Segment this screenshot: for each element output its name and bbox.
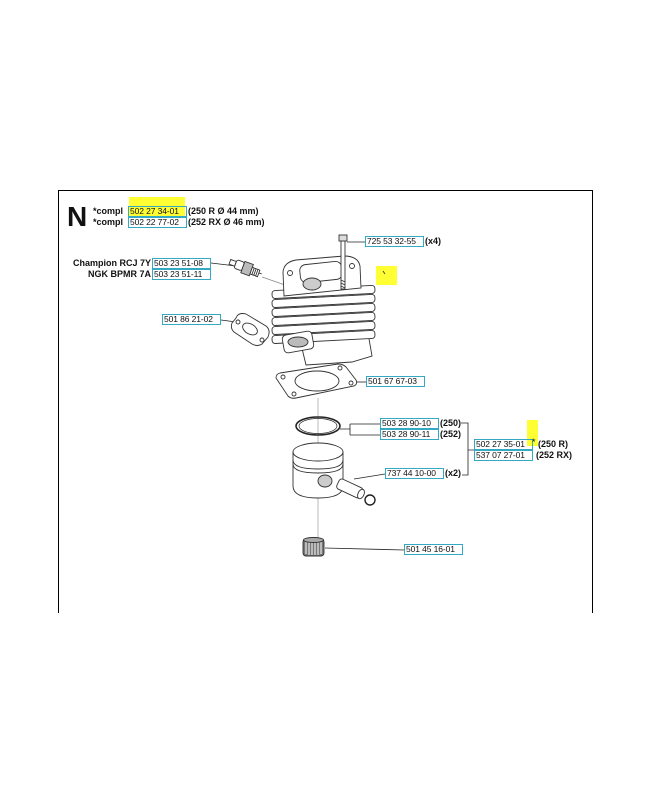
- part-number-spark-plug-champion[interactable]: 503 23 51-08: [152, 258, 211, 269]
- cylinder-bolt: [338, 234, 348, 290]
- cylinder-fin: [271, 320, 376, 335]
- exhaust-gasket-port: [242, 322, 258, 336]
- piston-pin-end: [357, 488, 365, 500]
- circlip: [364, 494, 376, 506]
- piston-ring: [295, 416, 341, 436]
- piston-ring-groove: [292, 463, 344, 474]
- leader-piston-pin: [353, 473, 386, 480]
- base-gasket-hole: [337, 365, 343, 371]
- highlight-kit-250r: [129, 197, 185, 218]
- piston-pin: [336, 478, 365, 500]
- highlight-cylinder: [376, 266, 397, 285]
- spark-plug-brand-ngk: NGK BPMR 7A: [87, 269, 151, 279]
- cylinder-base-gasket: [275, 363, 358, 399]
- cylinder-bolt-qty: (x4): [425, 236, 442, 246]
- needle-bearing: [302, 537, 325, 557]
- piston-model-252rx: (252 RX): [536, 450, 573, 460]
- exhaust-gasket-hole: [259, 337, 265, 343]
- part-number-spark-plug-ngk[interactable]: 503 23 51-11: [152, 269, 211, 280]
- needle-bearing-needles: [305, 540, 322, 555]
- part-number-base-gasket[interactable]: 501 67 67-03: [366, 376, 425, 387]
- leader-piston-rings: [340, 423, 380, 436]
- piston-ring-outer: [295, 416, 341, 436]
- piston-crown: [292, 442, 344, 462]
- piston: [292, 442, 344, 499]
- highlight-piston-250r: [527, 420, 538, 446]
- base-gasket-hole: [291, 391, 297, 397]
- spark-plug: [228, 258, 262, 278]
- base-gasket-hole: [280, 374, 286, 380]
- bolt-hole: [287, 270, 293, 276]
- part-number-piston-pin[interactable]: 737 44 10-00: [385, 468, 444, 479]
- stray-mark: [382, 270, 386, 275]
- kit-prefix: *compl: [93, 217, 124, 227]
- exhaust-gasket: [230, 313, 270, 346]
- piston-ring-model-252: (252): [440, 429, 462, 439]
- part-number-piston-ring-252[interactable]: 503 28 90-11: [380, 429, 439, 440]
- piston-model-250r: (250 R): [538, 439, 569, 449]
- bracket-piston-assembly: [461, 422, 474, 476]
- base-gasket-bore: [294, 370, 340, 392]
- exhaust-port: [287, 336, 309, 348]
- kit-note-252rx: (252 RX Ø 46 mm): [188, 217, 265, 227]
- kit-marker: *: [532, 437, 536, 447]
- spark-plug-brand-champion: Champion RCJ 7Y: [72, 258, 151, 268]
- bolt-thread: [340, 279, 346, 289]
- spark-plug-hole: [302, 277, 322, 291]
- part-number-piston-252rx[interactable]: 537 07 27-01: [474, 450, 533, 461]
- part-number-needle-bearing[interactable]: 501 45 16-01: [404, 544, 463, 555]
- section-letter: N: [67, 201, 88, 232]
- cylinder-fin: [271, 302, 376, 317]
- cylinder: [271, 255, 376, 366]
- bolt-hole: [349, 263, 355, 269]
- cylinder-fin: [271, 311, 376, 326]
- piston-ring-groove: [292, 459, 344, 470]
- part-number-cylinder-bolt[interactable]: 725 53 32-55: [365, 236, 424, 247]
- page-frame: [58, 190, 593, 613]
- part-number-kit-252rx[interactable]: 502 22 77-02: [128, 217, 187, 228]
- spark-plug-electrode: [251, 267, 262, 277]
- part-number-kit-250r[interactable]: 502 27 34-01: [128, 206, 187, 217]
- needle-bearing-top: [303, 537, 324, 543]
- piston-ring-model-250: (250): [440, 418, 462, 428]
- part-number-exhaust-gasket[interactable]: 501 86 21-02: [162, 314, 221, 325]
- piston-pin-qty: (x2): [445, 468, 462, 478]
- piston-pin-boss: [317, 474, 333, 488]
- cylinder-fin: [271, 293, 376, 308]
- part-number-piston-250r[interactable]: 502 27 35-01: [474, 439, 533, 450]
- piston-ring-inner: [298, 418, 338, 434]
- leader-needle-bearing: [324, 547, 405, 551]
- base-gasket-hole: [348, 380, 354, 386]
- part-number-piston-ring-250[interactable]: 503 28 90-10: [380, 418, 439, 429]
- exhaust-gasket-hole: [235, 319, 241, 325]
- kit-prefix: *compl: [93, 206, 124, 216]
- bolt-head: [338, 234, 348, 242]
- kit-note-250r: (250 R Ø 44 mm): [188, 206, 259, 216]
